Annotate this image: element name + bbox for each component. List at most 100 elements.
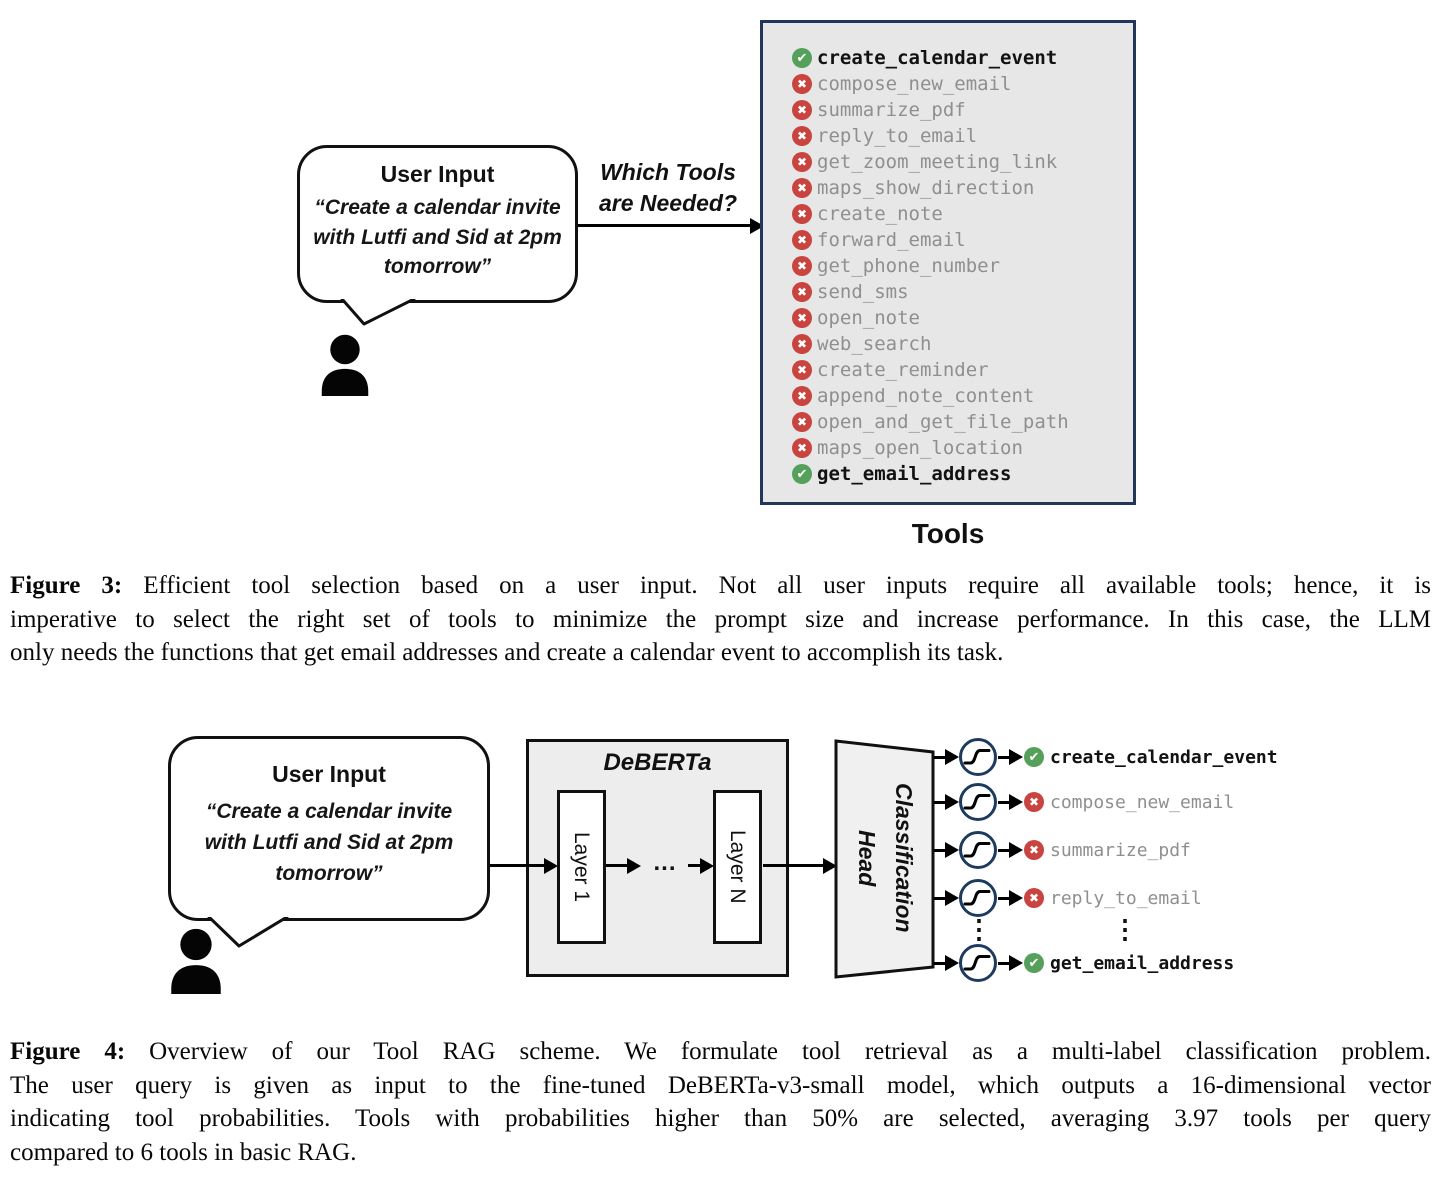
tool-row: get_email_address bbox=[792, 461, 1133, 487]
tool-row: maps_open_location bbox=[792, 435, 1133, 461]
tool-name: reply_to_email bbox=[817, 125, 978, 147]
deberta-title: DeBERTa bbox=[603, 749, 712, 776]
tool-row: create_calendar_event bbox=[792, 45, 1133, 71]
tool-name: get_email_address bbox=[817, 463, 1012, 485]
cross-icon bbox=[792, 412, 812, 432]
tool-name: open_and_get_file_path bbox=[817, 411, 1069, 433]
tool-row: web_search bbox=[792, 331, 1133, 357]
output-label: get_email_address bbox=[1050, 952, 1235, 974]
cross-icon bbox=[1024, 888, 1044, 908]
sigmoid-icon bbox=[959, 831, 997, 869]
layer-n-box: Layer N bbox=[713, 790, 762, 944]
tool-row: create_note bbox=[792, 201, 1133, 227]
tool-row: open_and_get_file_path bbox=[792, 409, 1133, 435]
check-icon bbox=[792, 48, 812, 68]
cross-icon bbox=[792, 74, 812, 94]
tool-name: forward_email bbox=[817, 229, 966, 251]
sigmoid-column-ellipsis: ⋮ bbox=[966, 914, 992, 944]
tool-row: send_sms bbox=[792, 279, 1133, 305]
tool-name: compose_new_email bbox=[817, 73, 1012, 95]
fig3-arrow-label: Which Tools are Needed? bbox=[598, 159, 738, 216]
arrow bbox=[934, 749, 959, 765]
figure4-caption: Figure 4: Overview of our Tool RAG schem… bbox=[10, 1038, 1432, 1166]
tool-name: create_note bbox=[817, 203, 943, 225]
fig4-speech-bubble-tail bbox=[207, 917, 289, 948]
tool-row: maps_show_direction bbox=[792, 175, 1133, 201]
arrow bbox=[998, 842, 1023, 858]
output-row: create_calendar_event bbox=[934, 737, 1278, 777]
tool-name: open_note bbox=[817, 307, 920, 329]
tool-name: create_calendar_event bbox=[817, 47, 1058, 69]
arrow-bubble-to-layer1 bbox=[490, 857, 558, 874]
output-label: compose_new_email bbox=[1050, 791, 1235, 813]
tool-row: open_note bbox=[792, 305, 1133, 331]
classification-head-label: Classification Head bbox=[854, 783, 917, 933]
cross-icon bbox=[792, 230, 812, 250]
output-column-ellipsis: ⋮ bbox=[1112, 914, 1138, 944]
tool-name: append_note_content bbox=[817, 385, 1035, 407]
cross-icon bbox=[792, 126, 812, 146]
tool-name: web_search bbox=[817, 333, 932, 355]
fig3-person-icon bbox=[321, 334, 369, 396]
cross-icon bbox=[792, 204, 812, 224]
arrow-layerN-to-head bbox=[763, 857, 837, 874]
tool-name: get_zoom_meeting_link bbox=[817, 151, 1058, 173]
tool-row: get_phone_number bbox=[792, 253, 1133, 279]
arrow bbox=[998, 955, 1023, 971]
fig3-bubble-quote: “Create a calendar invite with Lutfi and… bbox=[313, 196, 562, 278]
arrow bbox=[934, 842, 959, 858]
cross-icon bbox=[792, 438, 812, 458]
cross-icon bbox=[792, 334, 812, 354]
fig3-tools-panel: create_calendar_event compose_new_email … bbox=[760, 20, 1136, 505]
cross-icon bbox=[792, 308, 812, 328]
cross-icon bbox=[792, 256, 812, 276]
tool-row: create_reminder bbox=[792, 357, 1133, 383]
sigmoid-icon bbox=[959, 783, 997, 821]
fig3-speech-bubble: User Input “Create a calendar invite wit… bbox=[297, 145, 578, 303]
fig4-person-icon bbox=[171, 928, 221, 994]
output-label: reply_to_email bbox=[1050, 887, 1202, 909]
fig3-flow-arrow bbox=[578, 217, 764, 234]
cross-icon bbox=[792, 282, 812, 302]
arrow bbox=[998, 890, 1023, 906]
tool-name: create_reminder bbox=[817, 359, 989, 381]
output-label: summarize_pdf bbox=[1050, 839, 1191, 861]
tool-name: maps_show_direction bbox=[817, 177, 1035, 199]
tool-name: summarize_pdf bbox=[817, 99, 966, 121]
cross-icon bbox=[792, 100, 812, 120]
tool-row: summarize_pdf bbox=[792, 97, 1133, 123]
tool-row: get_zoom_meeting_link bbox=[792, 149, 1133, 175]
cross-icon bbox=[1024, 840, 1044, 860]
arrow bbox=[934, 890, 959, 906]
output-row: reply_to_email bbox=[934, 878, 1202, 918]
arrow bbox=[934, 955, 959, 971]
fig4-bubble-title: User Input bbox=[272, 761, 386, 787]
fig4-bubble-quote: “Create a calendar invite with Lutfi and… bbox=[204, 800, 454, 885]
sigmoid-icon bbox=[959, 944, 997, 982]
cross-icon bbox=[792, 360, 812, 380]
check-icon bbox=[1024, 953, 1044, 973]
tool-name: send_sms bbox=[817, 281, 909, 303]
figure4-caption-label: Figure 4: bbox=[10, 1038, 126, 1065]
output-row: get_email_address bbox=[934, 943, 1234, 983]
tool-name: maps_open_location bbox=[817, 437, 1023, 459]
output-row: summarize_pdf bbox=[934, 830, 1191, 870]
check-icon bbox=[792, 464, 812, 484]
output-label: create_calendar_event bbox=[1050, 746, 1278, 768]
arrow-layer1-to-dots bbox=[606, 857, 641, 874]
cross-icon bbox=[792, 178, 812, 198]
sigmoid-icon bbox=[959, 879, 997, 917]
fig4-speech-bubble: User Input “Create a calendar invite wit… bbox=[168, 736, 490, 921]
tool-name: get_phone_number bbox=[817, 255, 1001, 277]
tools-list: create_calendar_event compose_new_email … bbox=[763, 23, 1133, 487]
arrow-dots-to-layerN bbox=[688, 857, 714, 874]
sigmoid-icon bbox=[959, 738, 997, 776]
figure3-caption-label: Figure 3: bbox=[10, 572, 123, 599]
arrow bbox=[998, 749, 1023, 765]
fig3-bubble-title: User Input bbox=[380, 161, 495, 187]
figure3-caption: Figure 3: Efficient tool selection based… bbox=[10, 572, 1432, 666]
layers-ellipsis: ... bbox=[653, 849, 677, 876]
arrow bbox=[998, 794, 1023, 810]
fig3-speech-bubble-tail bbox=[340, 299, 416, 326]
